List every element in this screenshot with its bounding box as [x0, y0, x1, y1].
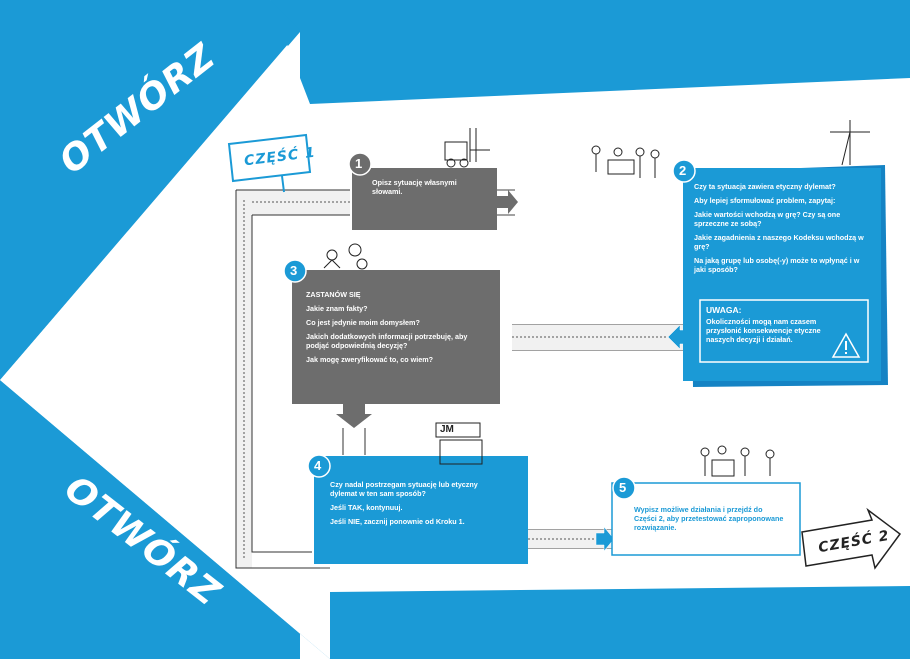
- step5-line: Wypisz możliwe działania i przejdź do Cz…: [634, 505, 784, 532]
- step4-box: [314, 456, 528, 564]
- forklift-icon: [444, 128, 490, 168]
- step5-number: 5: [619, 480, 627, 495]
- step2-circle: [672, 159, 696, 183]
- road-edges: [235, 189, 350, 569]
- background-bottom-right: [330, 586, 910, 659]
- step2-text: Czy ta sytuacja zawiera etyczny dylemat?…: [694, 182, 864, 279]
- step4-number: 4: [314, 458, 322, 473]
- step4-line: Jeśli TAK, kontynuuj.: [330, 503, 403, 512]
- step2-warning-text: UWAGA: Okoliczności mogą nam czasem przy…: [706, 306, 846, 349]
- step2-line: Jakie zagadnienia z naszego Kodeksu wcho…: [694, 233, 864, 251]
- step5-circle: [612, 476, 636, 500]
- step2-number: 2: [679, 163, 687, 178]
- step3-line: ZASTANÓW SIĘ: [306, 290, 361, 299]
- step4-circle: [307, 454, 331, 478]
- step3-line: Jakie znam fakty?: [306, 304, 368, 313]
- step4-text: Czy nadal postrzegam sytuację lub etyczn…: [330, 480, 500, 531]
- road-fill-middle: [512, 325, 686, 350]
- step1-circle: [348, 152, 372, 176]
- arrow-step3-to-step4: [336, 404, 372, 428]
- road-dashes: [243, 200, 686, 560]
- arrow-step1-to-step2: [497, 190, 518, 214]
- step1-number: 1: [355, 156, 363, 171]
- part1-sign: [227, 133, 312, 193]
- people-group-icon: [700, 445, 775, 477]
- step2-line: Czy ta sytuacja zawiera etyczny dylemat?: [694, 182, 836, 191]
- step5-box: [611, 482, 801, 556]
- warning-title: UWAGA:: [706, 305, 742, 315]
- step2-line: Jakie wartości wchodzą w grę? Czy są one…: [694, 210, 841, 228]
- step4-line: Czy nadal postrzegam sytuację lub etyczn…: [330, 480, 478, 498]
- step3-box: [292, 270, 500, 404]
- part2-sign: [801, 507, 902, 570]
- step3-line: Jak mogę zweryfikować to, co wiem?: [306, 355, 434, 364]
- step1-box: [352, 168, 497, 230]
- step3-line: Jakich dodatkowych informacji potrzebuję…: [306, 332, 468, 350]
- step2-line: Na jaką grupę lub osobę(-y) może to wpły…: [694, 256, 860, 274]
- road-fill-left: [236, 190, 252, 568]
- background-top-right: [270, 0, 910, 104]
- step2-line: Aby lepiej sformułować problem, zapytaj:: [694, 196, 836, 205]
- road-step3-step4: [342, 428, 366, 455]
- sign-board-icon: [435, 422, 483, 465]
- arrow-step4-to-step5: [595, 526, 615, 552]
- thinking-person-icon: [323, 243, 368, 270]
- crane-icon: [830, 120, 870, 166]
- step3-text: ZASTANÓW SIĘ Jakie znam fakty? Co jest j…: [306, 290, 486, 369]
- step3-number: 3: [290, 263, 298, 278]
- sign-board-label: JM: [440, 424, 454, 435]
- step1-line: Opisz sytuację własnymi słowami.: [372, 178, 457, 196]
- warning-icon: [831, 332, 861, 358]
- step4-line: Jeśli NIE, zacznij ponownie od Kroku 1.: [330, 517, 465, 526]
- step2-warning-box: [699, 299, 869, 363]
- step3-line: Co jest jedynie moim domysłem?: [306, 318, 420, 327]
- step5-text: Wypisz możliwe działania i przejdź do Cz…: [634, 505, 784, 537]
- warning-text: Okoliczności mogą nam czasem przysłonić …: [706, 317, 821, 344]
- step2-box: [683, 168, 881, 381]
- people-meeting-icon: [591, 145, 660, 178]
- step1-text: Opisz sytuację własnymi słowami.: [372, 178, 482, 201]
- background-left-arrow-lower: [0, 0, 300, 380]
- step3-circle: [283, 259, 307, 283]
